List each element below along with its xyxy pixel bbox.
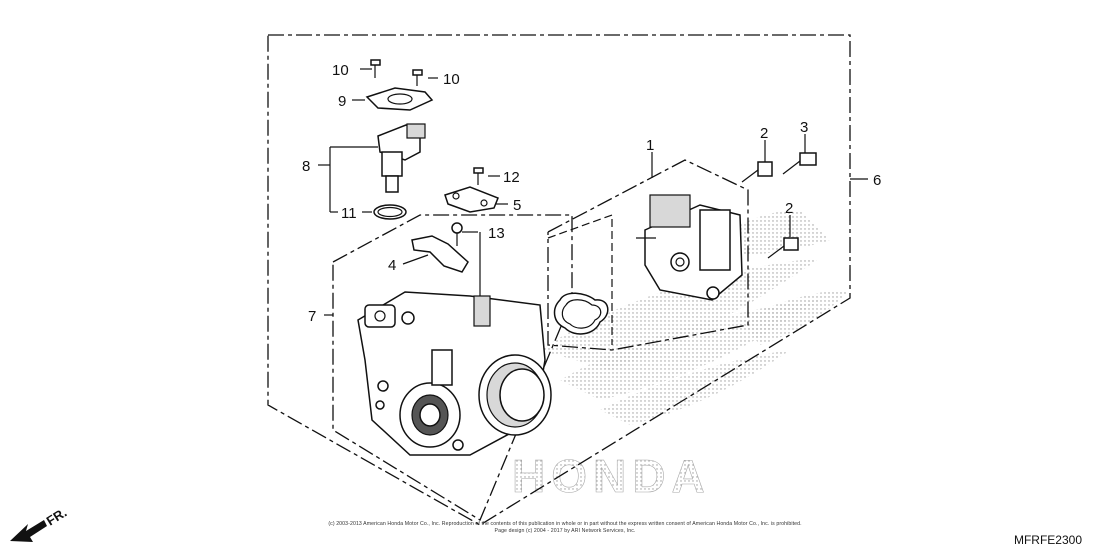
callout-5: 5 <box>513 197 521 214</box>
clip-4 <box>411 235 469 273</box>
leader-lines <box>318 68 868 316</box>
front-arrow-icon <box>10 520 47 542</box>
screw-12 <box>473 167 484 185</box>
copyright-line-2: Page design (c) 2004 - 2017 by ARI Netwo… <box>494 527 636 534</box>
callout-2a: 2 <box>760 125 768 142</box>
copyright-notice: (c) 2003-2013 American Honda Motor Co., … <box>310 521 820 534</box>
callout-10b: 10 <box>443 71 460 88</box>
bracket-5 <box>444 186 499 213</box>
sensor-8 <box>377 123 426 193</box>
callout-10a: 10 <box>332 62 349 79</box>
callout-11: 11 <box>341 205 357 222</box>
assembly-outline-6 <box>267 34 851 526</box>
callout-4: 4 <box>388 257 396 274</box>
callout-12: 12 <box>503 169 520 186</box>
honda-wing-watermark <box>540 210 850 425</box>
callout-2b: 2 <box>785 200 793 217</box>
callout-1: 1 <box>646 137 654 154</box>
bolt-3 <box>782 152 817 175</box>
assembly-outline-7 <box>332 214 573 521</box>
copyright-line-1: (c) 2003-2013 American Honda Motor Co., … <box>328 521 802 527</box>
callout-8: 8 <box>302 158 310 175</box>
sensor-outline-1 <box>547 159 749 351</box>
callout-3: 3 <box>800 119 808 136</box>
bolt-2-b <box>767 237 799 259</box>
screw-13 <box>451 222 463 246</box>
gasket-plate-9 <box>365 87 434 111</box>
front-direction-marker: FR. <box>10 505 69 542</box>
sensor-unit-1 <box>636 194 743 301</box>
diagram-code: MFRFE2300 <box>1013 533 1082 547</box>
bolt-10-a <box>370 59 381 78</box>
front-marker-label: FR. <box>44 505 70 529</box>
seal-gasket-inner <box>561 299 602 329</box>
bracket-5-hole-b <box>480 199 488 207</box>
o-ring-11-inner <box>377 206 403 218</box>
honda-watermark-text: HONDA <box>512 450 711 502</box>
callout-6: 6 <box>873 172 881 189</box>
callout-7: 7 <box>308 308 316 325</box>
callout-13: 13 <box>488 225 505 242</box>
throttle-body-7 <box>357 291 552 456</box>
bolt-10-b <box>412 69 423 86</box>
bolt-2-a <box>741 161 773 183</box>
callout-9: 9 <box>338 93 346 110</box>
bracket-5-hole-a <box>452 192 460 200</box>
